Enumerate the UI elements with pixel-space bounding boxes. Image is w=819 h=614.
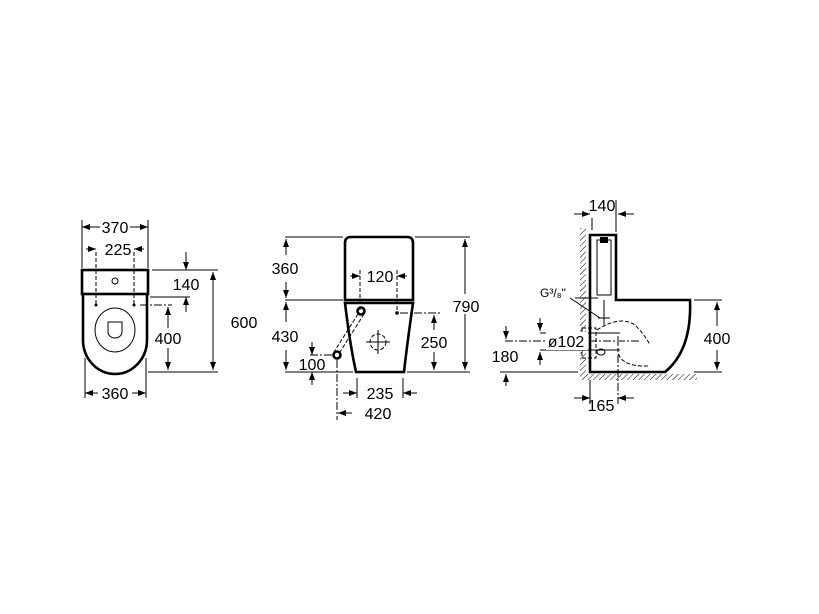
dim-180: 180 <box>492 349 519 366</box>
wall-hatch <box>580 228 586 374</box>
dim-ø102: ø102 <box>548 334 585 351</box>
seat-outline <box>94 307 136 353</box>
dim-400: 400 <box>704 331 731 348</box>
side-view: 140 G³/₈" ø102 180 400 165 <box>492 198 731 415</box>
dim-120: 120 <box>367 269 394 286</box>
dim-360: 360 <box>272 261 299 278</box>
dim-430: 430 <box>272 329 299 346</box>
flush-button <box>111 277 119 285</box>
dim-600: 600 <box>231 315 258 332</box>
dim-100: 100 <box>299 357 326 374</box>
tank-outline <box>343 235 415 302</box>
dim-400: 400 <box>155 331 182 348</box>
dim-140: 140 <box>173 277 200 294</box>
front-view: 360 430 790 120 250 100 235 420 <box>272 235 484 423</box>
dim-225: 225 <box>105 242 132 259</box>
dim-360: 360 <box>102 386 129 403</box>
plan-view: 370 225 140 600 400 360 <box>80 220 258 403</box>
bowl-outline <box>81 294 149 376</box>
floor-hatch <box>580 374 697 380</box>
toilet-outline <box>588 233 692 374</box>
thread-size: G³/₈" <box>540 286 566 300</box>
tank-outline <box>80 268 150 296</box>
dim-370: 370 <box>102 220 129 237</box>
dim-235: 235 <box>367 386 394 403</box>
dim-790: 790 <box>453 299 480 316</box>
dim-165: 165 <box>588 398 615 415</box>
bowl-opening <box>107 321 123 339</box>
dim-140: 140 <box>589 198 616 215</box>
dim-420: 420 <box>365 406 392 423</box>
cistern-mechanism <box>596 239 612 296</box>
dim-250: 250 <box>421 335 448 352</box>
